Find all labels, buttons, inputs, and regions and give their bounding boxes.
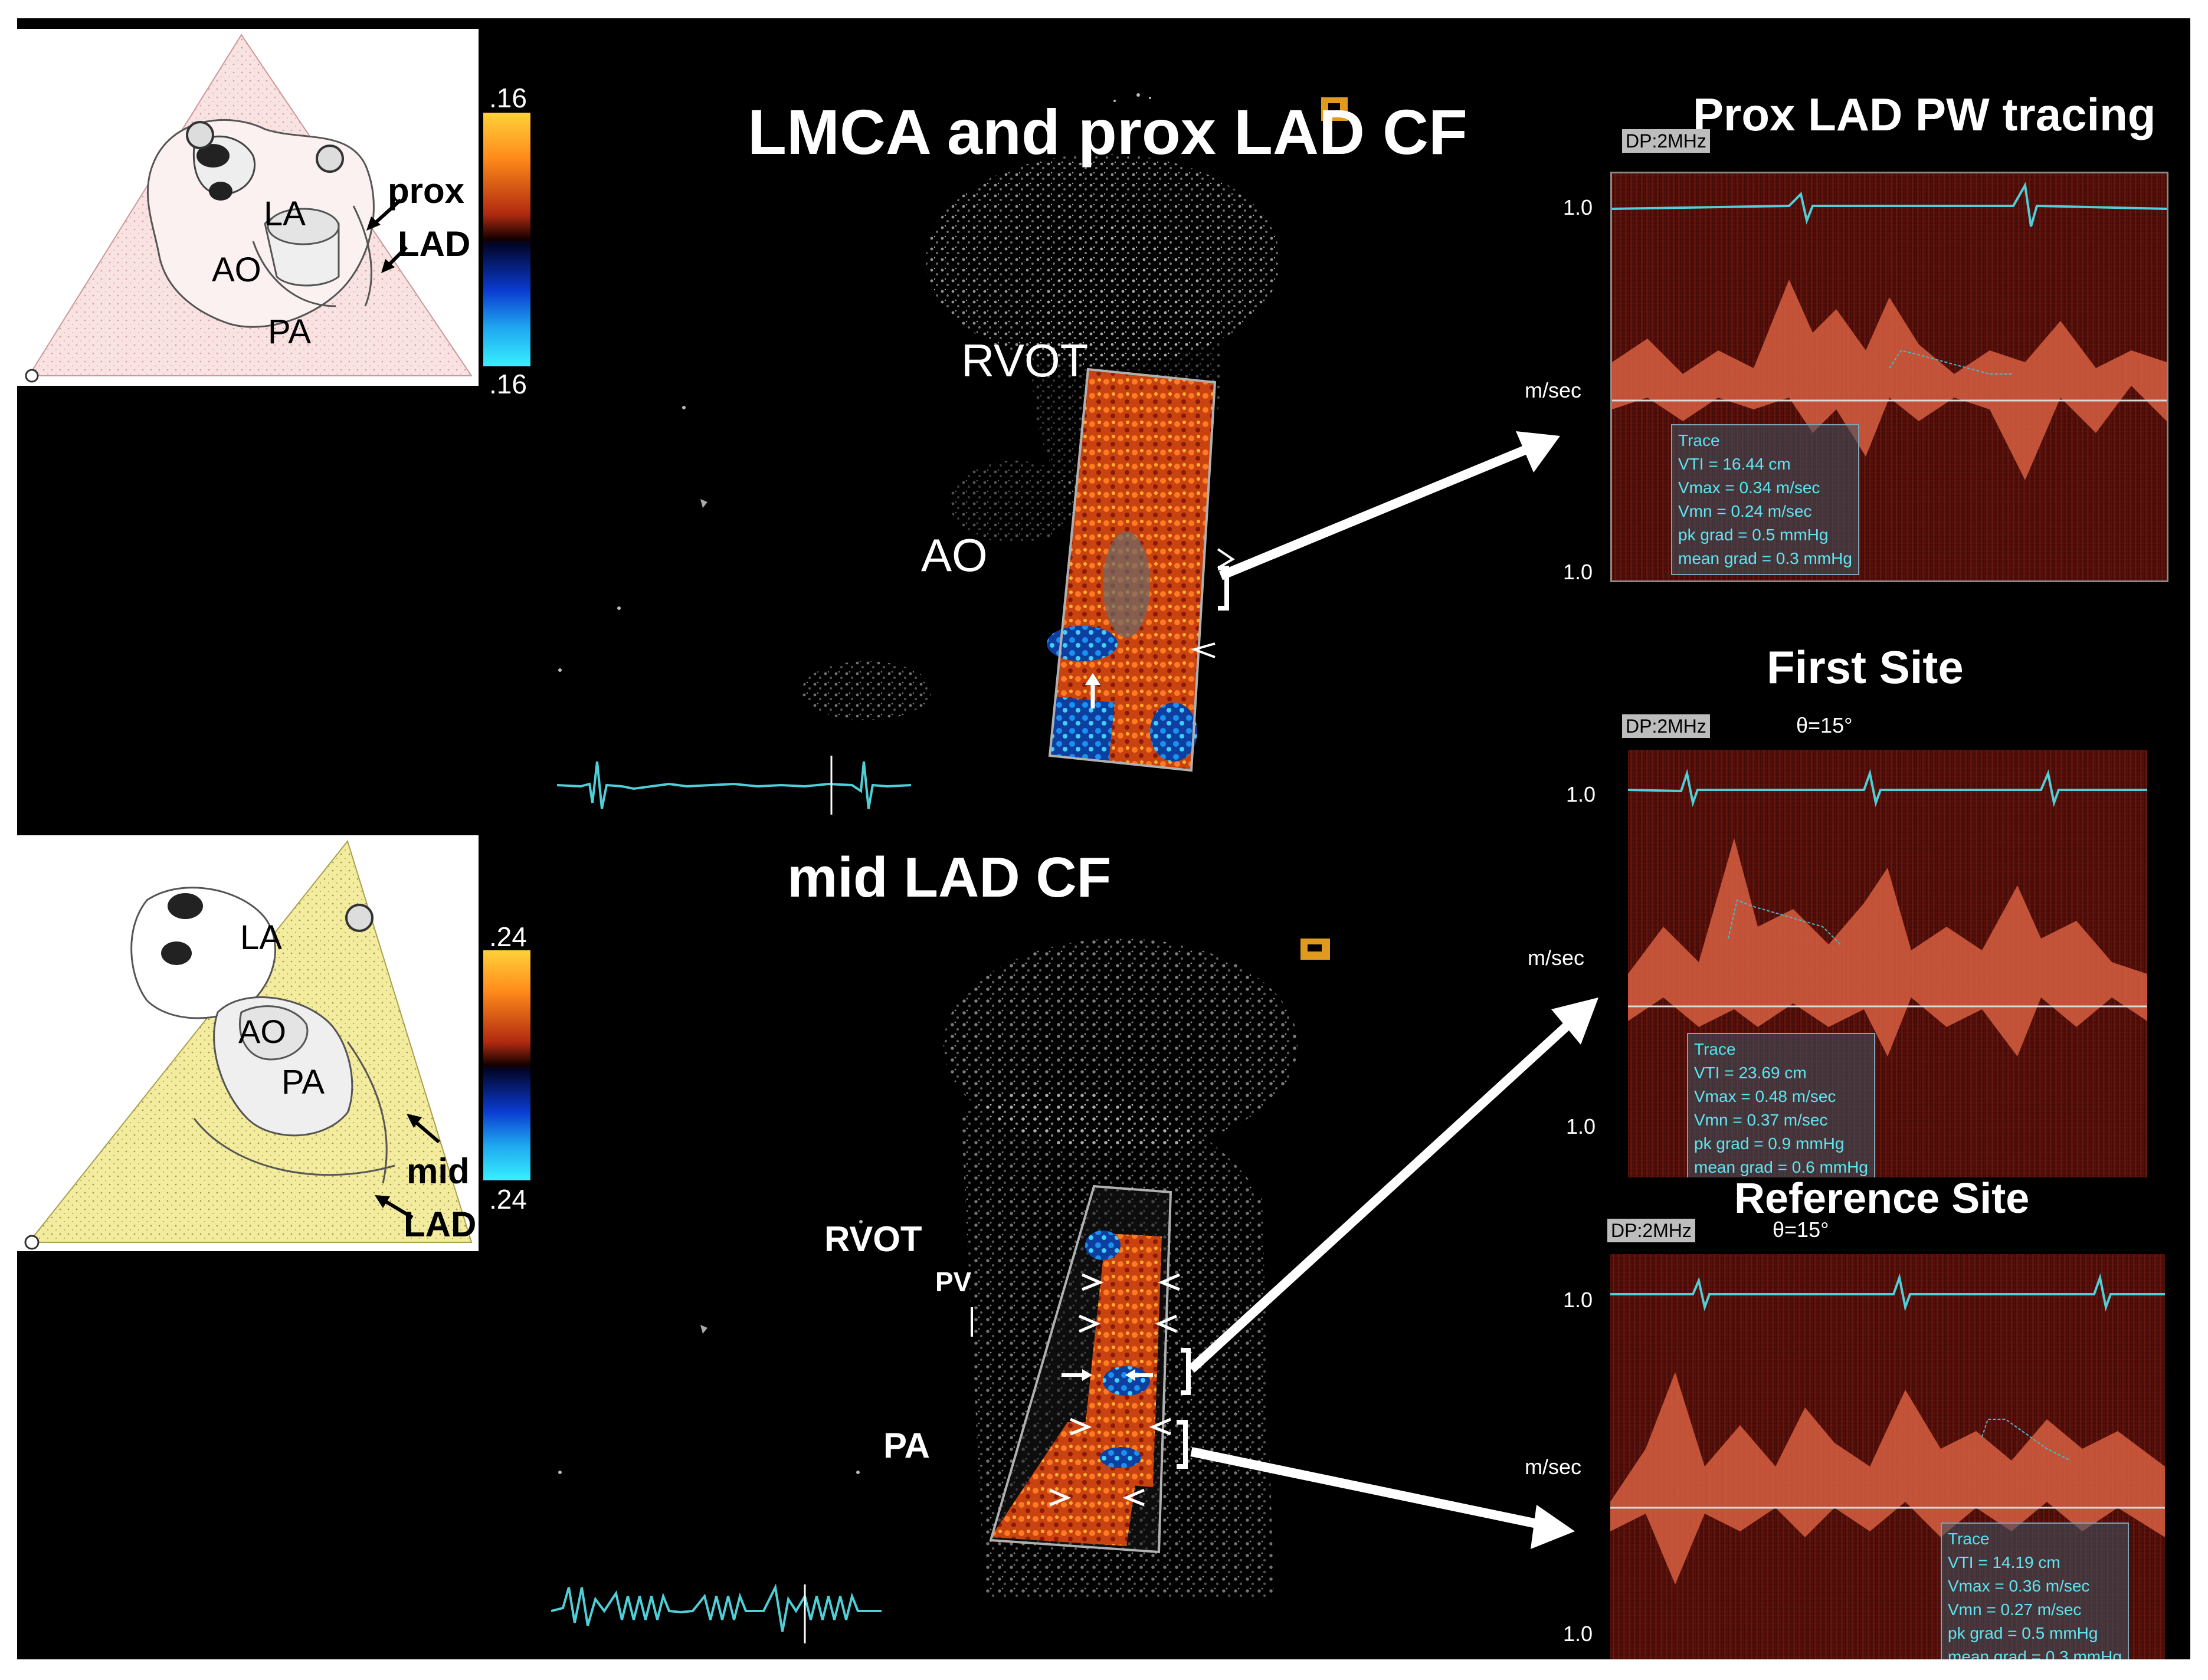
reference-site-waveform bbox=[1610, 1273, 2165, 1584]
top-diagram-la-label: LA bbox=[264, 195, 306, 233]
bottom-colorbar-bottom-label: .24 bbox=[489, 1184, 527, 1215]
top-pw-waveform bbox=[1612, 181, 2167, 480]
top-us-ao-label: AO bbox=[921, 529, 988, 581]
top-ecg-trace bbox=[557, 756, 911, 815]
reference-site-meas-vmax: Vmax = 0.36 m/sec bbox=[1948, 1577, 2090, 1595]
first-site-meas-vmn: Vmn = 0.37 m/sec bbox=[1694, 1111, 1828, 1129]
top-pw-meas-pk: pk grad = 0.5 mmHg bbox=[1678, 526, 1829, 544]
bottom-diagram-mid-label: mid bbox=[407, 1151, 470, 1191]
top-pw-meas-vti: VTI = 16.44 cm bbox=[1678, 455, 1791, 473]
top-us-rvot-label: RVOT bbox=[961, 334, 1089, 386]
prox-lad-pw-title: Prox LAD PW tracing bbox=[1693, 88, 2156, 140]
reference-site-theta: θ=15° bbox=[1773, 1218, 1829, 1242]
bottom-us-pv-label: PV bbox=[935, 1266, 972, 1297]
reference-site-meas-pk: pk grad = 0.5 mmHg bbox=[1948, 1624, 2098, 1642]
top-anatomy-diagram: LA AO PA prox LAD bbox=[17, 29, 479, 386]
bottom-diagram-ao-label: AO bbox=[238, 1013, 286, 1050]
top-diagram-pa-label: PA bbox=[268, 313, 312, 351]
echo-figure: LA AO PA prox LAD .16 .16 bbox=[17, 18, 2190, 1659]
top-colorbar-top-label: .16 bbox=[489, 83, 527, 113]
bottom-us-pa-label: PA bbox=[883, 1426, 930, 1465]
arrow-mid-to-reference-site bbox=[1190, 1447, 1575, 1549]
top-pw-meas-vmax: Vmax = 0.34 m/sec bbox=[1678, 478, 1820, 497]
top-pw-unit: m/sec bbox=[1525, 378, 1582, 402]
bottom-anatomy-drawing bbox=[24, 839, 473, 1250]
reference-site-unit: m/sec bbox=[1525, 1455, 1582, 1479]
first-site-probe-tag: DP:2MHz bbox=[1622, 714, 1710, 738]
reference-site-meas-vti: VTI = 14.19 cm bbox=[1948, 1553, 2060, 1571]
first-site-theta: θ=15° bbox=[1796, 713, 1853, 737]
top-pw-probe-tag: DP:2MHz bbox=[1622, 129, 1710, 153]
bottom-us-rvot-label: RVOT bbox=[824, 1219, 922, 1259]
first-site-meas-vmax: Vmax = 0.48 m/sec bbox=[1694, 1087, 1836, 1105]
top-colorbar-bottom-label: .16 bbox=[489, 369, 527, 399]
bottom-diagram-la-label: LA bbox=[240, 918, 282, 957]
reference-site-meas-vmn: Vmn = 0.27 m/sec bbox=[1948, 1600, 2082, 1619]
top-pw-measurements: Trace VTI = 16.44 cm Vmax = 0.34 m/sec V… bbox=[1671, 424, 1859, 575]
first-site-meas-pk: pk grad = 0.9 mmHg bbox=[1694, 1134, 1845, 1153]
first-site-meas-vti: VTI = 23.69 cm bbox=[1694, 1064, 1807, 1082]
reference-site-probe-tag: DP:2MHz bbox=[1607, 1219, 1695, 1242]
bottom-anatomy-diagram: LA AO PA mid LAD bbox=[17, 835, 479, 1251]
reference-site-measurements: Trace VTI = 14.19 cm Vmax = 0.36 m/sec V… bbox=[1941, 1522, 2129, 1659]
bottom-colorbar-top-label: .24 bbox=[489, 921, 527, 952]
first-site-unit: m/sec bbox=[1528, 946, 1585, 970]
top-pw-scale-bottom: 1.0 bbox=[1563, 560, 1593, 584]
bottom-cf-title: mid LAD CF bbox=[787, 846, 1112, 909]
first-site-scale-top: 1.0 bbox=[1566, 782, 1596, 806]
top-pw-meas-mean: mean grad = 0.3 mmHg bbox=[1678, 549, 1852, 567]
bottom-diagram-pa-label: PA bbox=[281, 1063, 325, 1101]
bottom-ultrasound-image bbox=[558, 939, 1330, 1599]
first-site-scale-bottom: 1.0 bbox=[1566, 1114, 1596, 1138]
top-pw-meas-vmn: Vmn = 0.24 m/sec bbox=[1678, 502, 1812, 520]
reference-site-title: Reference Site bbox=[1734, 1175, 2030, 1222]
first-site-meas-head: Trace bbox=[1694, 1040, 1736, 1058]
top-diagram-lad-label: LAD bbox=[398, 224, 471, 264]
arrow-mid-to-first-site bbox=[1188, 998, 1598, 1373]
top-pw-meas-head: Trace bbox=[1678, 431, 1720, 449]
top-diagram-prox-label: prox bbox=[388, 171, 465, 211]
first-site-meas-mean: mean grad = 0.6 mmHg bbox=[1694, 1158, 1868, 1176]
reference-site-scale-top: 1.0 bbox=[1563, 1288, 1593, 1312]
top-ultrasound-image bbox=[558, 93, 1348, 772]
top-colorbar bbox=[483, 113, 530, 366]
reference-site-spectrum: Trace VTI = 14.19 cm Vmax = 0.36 m/sec V… bbox=[1610, 1254, 2165, 1659]
reference-site-meas-mean: mean grad = 0.3 mmHg bbox=[1948, 1648, 2122, 1659]
first-site-title: First Site bbox=[1767, 641, 1964, 693]
reference-site-meas-head: Trace bbox=[1948, 1530, 1990, 1548]
top-pw-spectrum: Trace VTI = 16.44 cm Vmax = 0.34 m/sec V… bbox=[1610, 172, 2168, 582]
bottom-colorbar bbox=[483, 950, 530, 1180]
reference-site-scale-bottom: 1.0 bbox=[1563, 1622, 1593, 1646]
top-pw-scale-top: 1.0 bbox=[1563, 195, 1593, 219]
bottom-diagram-lad-label: LAD bbox=[404, 1205, 477, 1244]
top-cf-title: LMCA and prox LAD CF bbox=[748, 96, 1467, 168]
connector-arrows bbox=[1188, 431, 1598, 1549]
first-site-measurements: Trace VTI = 23.69 cm Vmax = 0.48 m/sec V… bbox=[1687, 1033, 1875, 1177]
first-site-waveform bbox=[1628, 769, 2147, 1056]
first-site-spectrum: Trace VTI = 23.69 cm Vmax = 0.48 m/sec V… bbox=[1628, 750, 2147, 1177]
top-anatomy-drawing bbox=[25, 34, 473, 383]
arrow-top-to-prox-lad bbox=[1218, 431, 1560, 580]
top-diagram-ao-label: AO bbox=[212, 251, 261, 289]
bottom-ecg-trace bbox=[551, 1583, 882, 1643]
